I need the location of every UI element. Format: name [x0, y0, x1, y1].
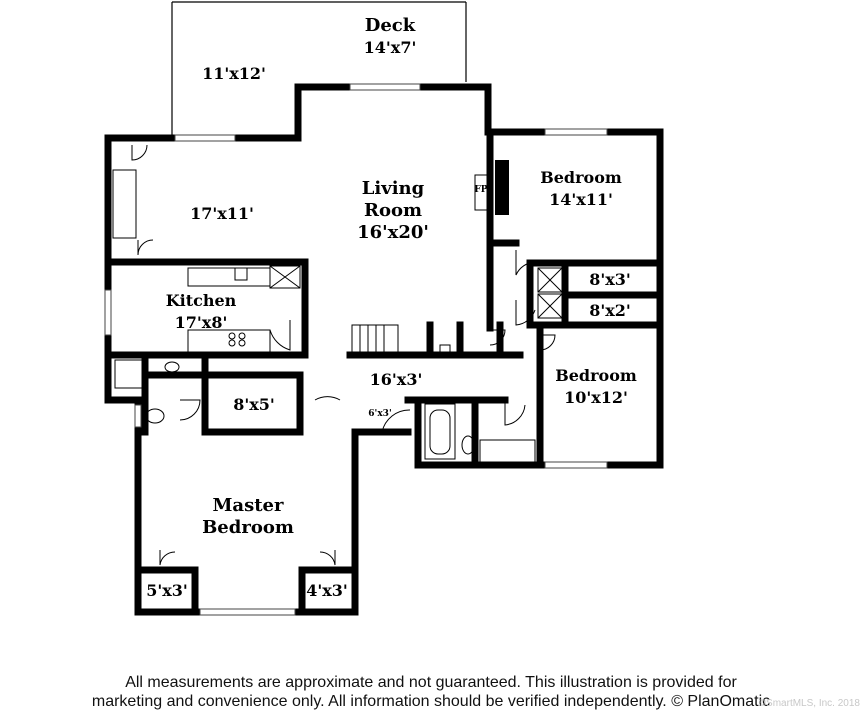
windows: [104, 83, 608, 616]
bedroom-2-size: 10'x12': [564, 388, 628, 407]
dining-size: 17'x11': [190, 204, 254, 223]
interior-walls: [104, 128, 664, 616]
bedroom-1-label: Bedroom: [540, 168, 622, 187]
fixtures: [112, 144, 563, 566]
closet-a-size: 8'x3': [589, 270, 631, 289]
walkin-closet-size: 8'x5': [233, 395, 275, 414]
foyer-size: 6'x3': [368, 409, 391, 419]
hall-size: 16'x3': [370, 370, 423, 389]
fireplace-label: FP: [474, 185, 487, 195]
master-bedroom-label-1: Master: [213, 495, 284, 516]
disclaimer-line-1: All measurements are approximate and not…: [125, 674, 737, 691]
disclaimer-line-2: marketing and convenience only. All info…: [91, 693, 771, 710]
deck-size: 14'x7': [364, 38, 417, 57]
living-room-label-1: Living: [362, 178, 425, 199]
deck-area-size: 11'x12': [202, 64, 266, 83]
watermark: ©SmartMLS, Inc. 2018: [758, 698, 860, 709]
bedroom-2-label: Bedroom: [555, 366, 637, 385]
deck-label: Deck: [365, 15, 416, 36]
closet-right-size: 4'x3': [306, 581, 348, 600]
closet-b-size: 8'x2': [589, 301, 631, 320]
bedroom-1-size: 14'x11': [549, 190, 613, 209]
living-room-label-2: Room: [364, 200, 422, 221]
living-room-size: 16'x20': [357, 222, 429, 243]
kitchen-label: Kitchen: [166, 291, 237, 310]
kitchen-size: 17'x8': [175, 313, 228, 332]
master-bedroom-label-2: Bedroom: [202, 517, 294, 538]
closet-left-size: 5'x3': [146, 581, 188, 600]
